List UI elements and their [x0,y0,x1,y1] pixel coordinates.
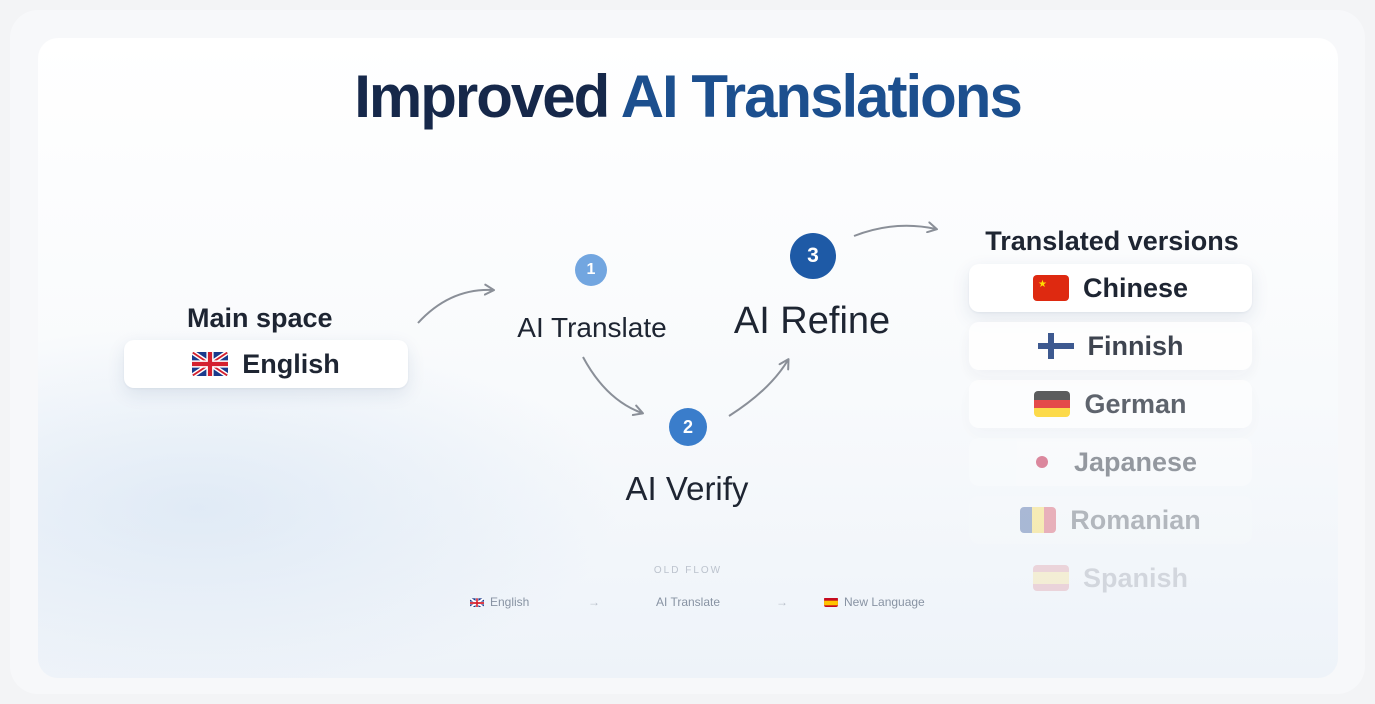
uk-flag-icon [192,351,229,377]
lang-label-german: German [1084,388,1187,419]
source-heading: Main space [187,303,333,333]
lang-pill-german: German [969,380,1252,428]
spain-flag-icon [1032,565,1069,591]
source-language-pill: English [124,340,408,388]
romania-flag-icon [1020,507,1057,533]
old-flow-item-english: English [470,595,529,609]
step-1-label: AI Translate [517,312,667,343]
japan-flag-icon [1024,449,1060,475]
old-flow-separator-2: → [776,595,788,609]
lang-label-spanish: Spanish [1082,562,1189,593]
source-language-label: English [242,348,340,379]
svg-text:★: ★ [1038,279,1047,290]
old-flow-english-label: English [490,595,530,609]
lang-pill-chinese: ★ Chinese [969,264,1252,312]
translated-heading: Translated versions [985,226,1239,256]
step-2-badge: 2 [669,408,707,446]
old-flow-item-new-language: New Language [824,595,925,609]
arrow-refine-to-output [853,221,938,237]
title-part-1: Improved [354,63,621,130]
germany-flag-icon [1034,391,1071,417]
title-accent: AI Translations [620,63,1023,130]
old-flow-new-language-label: New Language [844,595,925,609]
lang-label-japanese: Japanese [1073,446,1198,477]
step-1-badge: 1 [575,254,607,286]
old-flow-separator-1: → [588,595,600,609]
old-flow-item-translate: AI Translate [656,595,721,609]
step-3-badge: 3 [790,233,836,279]
old-flow-heading: OLD FLOW [653,565,723,576]
lang-label-chinese: Chinese [1082,272,1189,303]
lang-pill-japanese: Japanese [969,438,1252,486]
lang-label-finnish: Finnish [1087,330,1184,361]
arrow-source-to-translate [417,283,495,324]
china-flag-icon: ★ [1032,275,1069,301]
arrow-translate-to-verify [582,356,644,416]
uk-flag-small-icon [470,597,484,607]
step-2-label: AI Verify [625,470,749,507]
arrow-verify-to-refine [728,358,790,417]
lang-label-romanian: Romanian [1070,504,1201,535]
lang-pill-finnish: Finnish [969,322,1252,370]
spain-flag-small-icon [824,597,838,607]
finland-flag-icon [1037,333,1074,359]
page-title: Improved AI Translations [0,62,1375,131]
lang-pill-spanish: Spanish [969,554,1252,602]
step-3-label: AI Refine [733,300,891,342]
lang-pill-romanian: Romanian [969,496,1252,544]
